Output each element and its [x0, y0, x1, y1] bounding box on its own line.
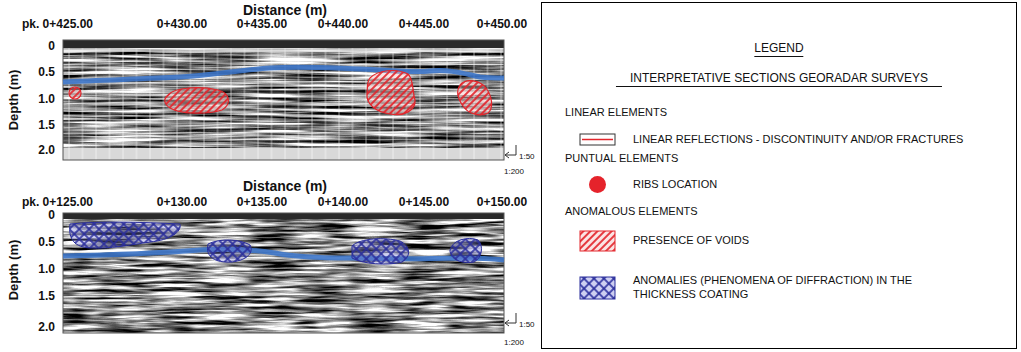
tick-label: 0+150.00 [477, 196, 527, 210]
tick-label: 0+450.00 [477, 18, 527, 32]
legend-subtitle: INTERPRETATIVE SECTIONS GEORADAR SURVEYS [616, 71, 942, 87]
tick-label: 0+145.00 [399, 196, 449, 210]
tick-label: 0 [48, 40, 55, 54]
tick-label: 2.0 [38, 144, 55, 158]
trace-markers [63, 40, 504, 148]
tick-label: 0+430.00 [157, 18, 207, 32]
tick-strip [63, 148, 504, 160]
void-sample [580, 231, 615, 251]
legend-heading: PUNTUAL ELEMENTS [565, 152, 678, 165]
tick-label: 1.5 [38, 119, 55, 133]
diffraction-zone [352, 239, 409, 264]
tick-label: 0+130.00 [157, 196, 207, 210]
diffraction-sample [580, 277, 615, 299]
line-sample [580, 134, 615, 145]
radargram-image [63, 40, 504, 148]
tick-label: 0+140.00 [318, 196, 368, 210]
axis-title: Depth (m) [7, 240, 22, 301]
diffraction-zone [70, 222, 181, 248]
tick-label: 0+135.00 [237, 196, 287, 210]
interface-line [63, 67, 504, 82]
legend-title: LEGEND [754, 41, 803, 57]
interface-line [63, 249, 504, 260]
legend-panel: LEGEND INTERPRETATIVE SECTIONS GEORADAR S… [541, 2, 1017, 349]
tick-label: pk. 0+125.00 [22, 196, 93, 210]
surface-band [63, 213, 504, 219]
scale-label: 1:50 [519, 320, 535, 329]
line-sample [582, 139, 613, 141]
scale-label: 1:200 [504, 338, 524, 347]
panel-frame [63, 40, 504, 160]
void-zone [367, 71, 415, 115]
axis-title: Distance (m) [243, 178, 327, 194]
void-zone [69, 87, 81, 99]
tick-label: 2.0 [38, 321, 55, 335]
panel-frame [63, 213, 504, 333]
tick-label: 0+445.00 [399, 18, 449, 32]
axis-title: Depth (m) [7, 70, 22, 131]
void-zone [458, 81, 492, 115]
legend-text: ANOMALIES (PHENOMENA OF DIFFRACTION) IN … [633, 274, 953, 302]
tick-label: 1.0 [38, 263, 55, 277]
axis-title: Distance (m) [243, 2, 327, 18]
tick-label: 0 [48, 209, 55, 223]
diffraction-zone [207, 240, 251, 262]
tick-label: 0.5 [38, 236, 55, 250]
legend-heading: ANOMALOUS ELEMENTS [565, 205, 698, 218]
tick-label: 0+440.00 [318, 18, 368, 32]
tick-strip [63, 148, 504, 160]
tick-label: pk. 0+425.00 [22, 18, 93, 32]
void-zone [165, 88, 229, 113]
scale-label: 1:200 [504, 167, 524, 176]
legend-text: PRESENCE OF VOIDS [633, 234, 749, 248]
legend-heading: LINEAR ELEMENTS [565, 106, 667, 119]
scale-symbol [505, 145, 516, 158]
tick-label: 1.5 [38, 290, 55, 304]
radargram-image [63, 213, 504, 333]
tick-label: 1.0 [38, 93, 55, 107]
scale-label: 1:50 [519, 152, 535, 161]
surface-band [63, 40, 504, 48]
diffraction-zone [450, 238, 481, 262]
legend-text: LINEAR REFLECTIONS - DISCONTINUITY AND/O… [633, 133, 963, 147]
legend-text: RIBS LOCATION [633, 178, 717, 192]
rib-marker [589, 176, 606, 193]
tick-label: 0+435.00 [237, 18, 287, 32]
tick-label: 0.5 [38, 66, 55, 80]
surface-band [63, 48, 504, 52]
scale-symbol [505, 313, 516, 326]
